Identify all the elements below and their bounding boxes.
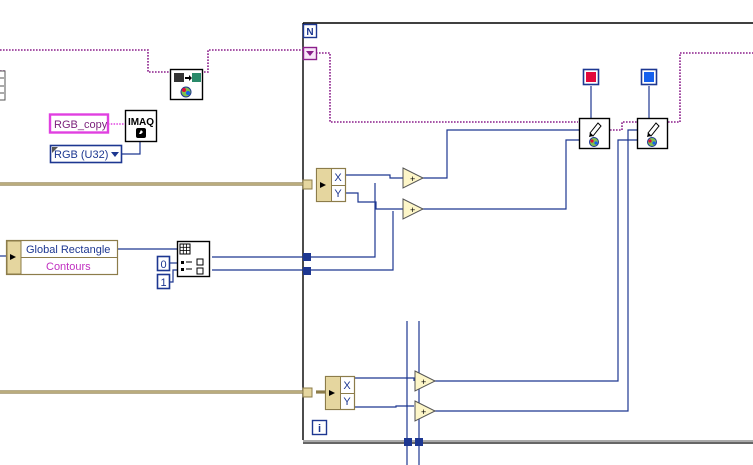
imaq-draw-vi-1[interactable] — [578, 117, 611, 150]
add-node-1[interactable]: + — [402, 167, 425, 189]
add-node-2[interactable]: + — [402, 198, 425, 220]
add-node-4-sign: + — [421, 407, 426, 417]
add-node-3[interactable]: + — [414, 370, 437, 392]
add-node-4[interactable]: + — [414, 400, 437, 422]
integer-wire[interactable] — [0, 86, 650, 465]
index-constant-1[interactable]: 1 — [156, 273, 171, 290]
integer-tunnel-left[interactable] — [303, 253, 311, 275]
shift-register-arrow-icon — [306, 51, 314, 56]
unbundle-bottom-y: Y — [343, 396, 351, 408]
arrow-icon — [185, 75, 192, 81]
imaq-copy-vi[interactable] — [169, 68, 204, 101]
iteration-label: i — [318, 423, 321, 435]
cluster-tunnel-bottom[interactable] — [302, 387, 313, 398]
image-dst-icon — [192, 73, 201, 82]
index-0-text: 0 — [160, 259, 166, 271]
imaq-create-vi[interactable]: IMAQ — [124, 109, 158, 143]
cluster-tunnel-top[interactable] — [302, 179, 313, 190]
add-node-3-sign: + — [421, 377, 426, 387]
iteration-terminal[interactable]: i — [311, 419, 328, 436]
imaq-draw-vi-2[interactable] — [636, 117, 669, 150]
unbundle-xy-bottom[interactable]: X Y — [324, 375, 356, 411]
shift-register-left[interactable] — [302, 46, 318, 61]
unbundle-xy-top[interactable]: X Y — [315, 167, 347, 203]
image-type-text: RGB (U32) — [54, 149, 108, 161]
for-loop[interactable] — [302, 22, 753, 444]
index-1-text: 1 — [160, 277, 166, 289]
index-array-node[interactable] — [176, 240, 211, 278]
imaq-label: IMAQ — [128, 117, 154, 128]
add-node-1-sign: + — [410, 174, 415, 184]
image-type-enum[interactable]: RGB (U32) — [49, 144, 123, 164]
loop-count-terminal[interactable]: N — [302, 23, 318, 39]
image-wire-stub[interactable] — [0, 70, 6, 101]
cluster-item-contours: Contours — [46, 261, 91, 273]
image-wire[interactable] — [0, 49, 753, 131]
image-name-text: RGB_copy — [54, 119, 108, 131]
color-constant-red[interactable] — [582, 68, 600, 86]
cluster-unbundle-by-name[interactable]: Global Rectangle Contours — [5, 239, 119, 276]
dropdown-arrow-icon[interactable] — [111, 152, 119, 157]
loop-count-label: N — [306, 27, 313, 38]
cluster-item-global-rectangle: Global Rectangle — [26, 244, 110, 256]
integer-tunnel-bottom[interactable] — [404, 438, 423, 446]
image-name-constant[interactable]: RGB_copy — [48, 113, 125, 134]
color-constant-blue[interactable] — [640, 68, 658, 86]
unbundle-top-x: X — [334, 172, 342, 184]
image-src-icon — [174, 73, 184, 82]
index-constant-0[interactable]: 0 — [156, 255, 171, 272]
unbundle-top-y: Y — [334, 188, 342, 200]
add-node-2-sign: + — [410, 205, 415, 215]
array-grid-icon — [179, 243, 191, 255]
unbundle-bottom-x: X — [343, 380, 351, 392]
